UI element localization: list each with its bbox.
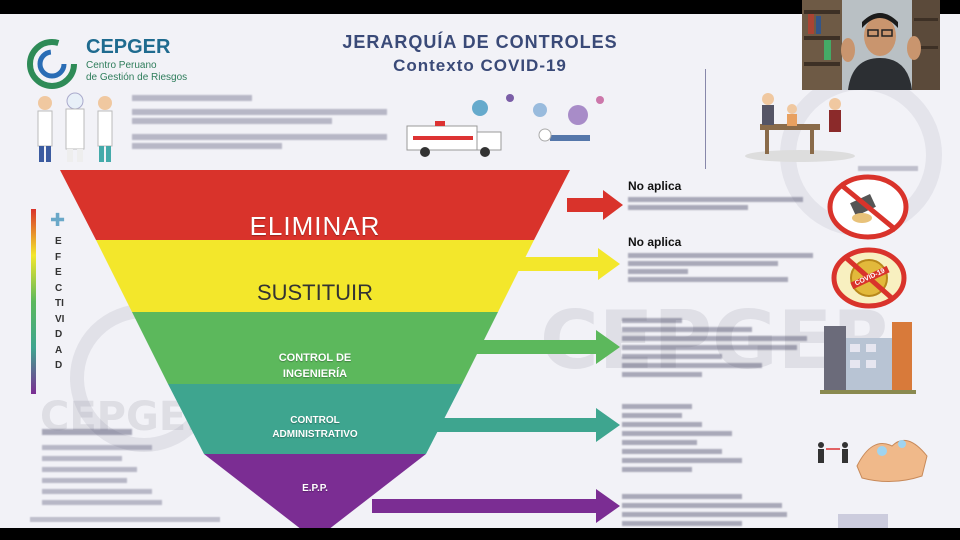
divider-line [705,69,706,169]
level-label-epp: E.P.P. [302,483,328,494]
effectiveness-arrow-icon: ✚ [50,210,66,230]
level-label-ingenieria: CONTROL DE INGENIERÍA [278,352,352,380]
level-label-sustituir: SUSTITUIR [256,280,374,305]
meeting-caption-blurred [858,166,918,171]
level-label-eliminar: ELIMINAR [249,211,381,241]
level-label-administrativo: CONTROL ADMINISTRATIVO [272,415,358,440]
distance-people-icon [818,442,848,463]
footer-blurred [30,517,220,522]
intro-text-blurred [132,92,394,164]
pyramid-level-administrativo [168,384,462,454]
arrow-sustituir-icon [518,248,620,280]
epp-list-blurred [622,490,812,528]
meeting-illustration [745,93,855,162]
arrow-ingenieria-icon [468,330,620,364]
administrativo-list-blurred [622,400,812,476]
health-workers-illustration [30,89,120,164]
no-eating-icon [827,174,909,240]
pyramid-level-epp [204,454,426,528]
cepger-logo-icon [27,39,77,89]
eliminar-description: No aplica [628,179,818,213]
ingenieria-list-blurred [622,314,812,381]
arrow-epp-icon [372,489,620,523]
building-icon [820,322,916,394]
slide-title: JERARQUÍA DE CONTROLES [342,32,618,52]
pyramid-level-eliminar [60,170,570,240]
brand-sub-2: de Gestión de Riesgos [86,72,188,83]
hands-washing-icon [856,439,928,482]
pyramid: ELIMINAR SUSTITUIR CONTROL DE INGENIERÍA… [60,170,570,528]
ambulance-icon [406,121,502,157]
footer-bar-right [838,514,888,528]
no-aplica-title-1: No aplica [628,179,682,193]
virus-icon [472,94,604,142]
slide-subtitle: Contexto COVID-19 [393,56,567,75]
arrow-eliminar-icon [567,190,623,220]
effectiveness-label: EFECTIVIDAD [55,236,65,371]
brand-name: CEPGER [86,36,171,58]
effectiveness-bar [31,209,36,394]
pyramid-level-sustituir [96,240,534,312]
presentation-slide: CEPGER CEPGER CEPGER Centro Peruano de G… [0,14,960,528]
webcam-person-icon [802,0,940,90]
webcam-video[interactable] [802,0,940,90]
sustituir-description: No aplica [628,235,818,285]
arrow-administrativo-icon [418,408,620,442]
brand-sub-1: Centro Peruano [86,60,157,71]
legal-framework-blurred [42,426,212,526]
cepger-logo: CEPGER Centro Peruano de Gestión de Ries… [24,34,224,94]
pyramid-level-ingenieria [132,312,498,384]
no-aplica-title-2: No aplica [628,235,682,249]
